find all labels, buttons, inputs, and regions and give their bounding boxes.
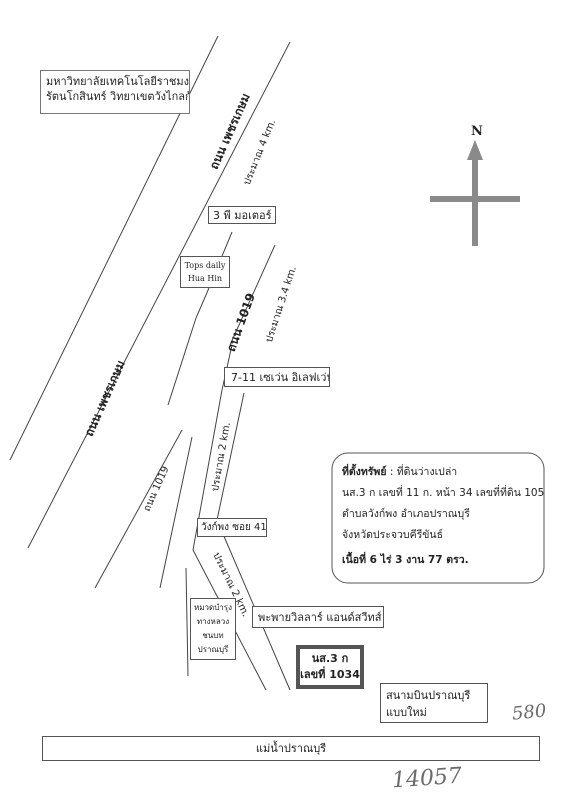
info-title-row: ที่ตั้งทรัพย์ : ที่ดินว่างเปล่า	[342, 462, 542, 483]
university-line-1: มหาวิทยาลัยเทคโนโลยีราชมงคล	[46, 75, 190, 88]
info-title: ที่ตั้งทรัพย์	[342, 466, 387, 478]
highway-line-1: หมวดบำรุง	[193, 603, 232, 612]
north-label: N	[471, 124, 483, 139]
highway-line-4: ปราณบุรี	[197, 645, 229, 654]
info-line-3: จังหวัดประจวบคีรีขันธ์	[342, 529, 444, 541]
parcel-line-1: นส.3 ก	[311, 652, 349, 665]
tops-line-2: Hua Hin	[187, 274, 223, 283]
payavilla-label: พะพายวิลลาร์ แอนด์สวีทส์	[252, 606, 384, 628]
info-line-1: นส.3 ก เลขที่ 11 ก. หน้า 34 เลขที่ที่ดิน…	[342, 487, 545, 499]
side-roads	[94, 429, 193, 677]
airport-line-1: สนามบินปราณบุรี	[386, 689, 471, 702]
parcel-marker: นส.3 ก เลขที่ 1034	[296, 645, 364, 689]
info-line-2: ตำบลวังก์พง อำเภอปราณบุรี	[342, 508, 470, 520]
seven-eleven-label: 7-11 เซเว่น อิเลฟเว่น	[224, 367, 330, 387]
wang-phong-label: วังก์พง ซอย 41	[197, 518, 267, 537]
info-area: เนื้อที่ 6 ไร่ 3 งาน 77 ตรว.	[342, 554, 469, 566]
info-title-rest: : ที่ดินว่างเปล่า	[386, 466, 458, 478]
highway-line-3: ชนบท	[202, 631, 224, 640]
handwritten-number-bottom: 14057	[391, 763, 463, 794]
highway-office-label: หมวดบำรุง ทางหลวง ชนบท ปราณบุรี	[190, 598, 236, 660]
tops-daily-label: Tops daily Hua Hin	[180, 256, 230, 288]
handwritten-number-top: 580	[510, 700, 548, 725]
university-line-2: รัตนโกสินทร์ วิทยาเขตวังไกลกังวล	[46, 90, 189, 103]
highway-line-2: ทางหลวง	[196, 617, 230, 626]
parcel-line-2: เลขที่ 1034	[300, 668, 360, 681]
three-p-motor-label: 3 พี มอเตอร์	[208, 206, 276, 224]
university-label: มหาวิทยาลัยเทคโนโลยีราชมงคล รัตนโกสินทร์…	[40, 70, 190, 114]
road-1019	[167, 231, 291, 691]
airport-label: สนามบินปราณบุรี แบบใหม่	[380, 683, 488, 723]
tops-line-1: Tops daily	[184, 261, 226, 270]
river-label: แม่น้ำปราณบุรี	[42, 736, 540, 761]
info-box: ที่ตั้งทรัพย์ : ที่ดินว่างเปล่า นส.3 ก เ…	[342, 462, 545, 571]
info-box-frame	[331, 452, 545, 584]
airport-line-2: แบบใหม่	[386, 706, 427, 719]
compass-arrow-icon	[430, 140, 520, 246]
